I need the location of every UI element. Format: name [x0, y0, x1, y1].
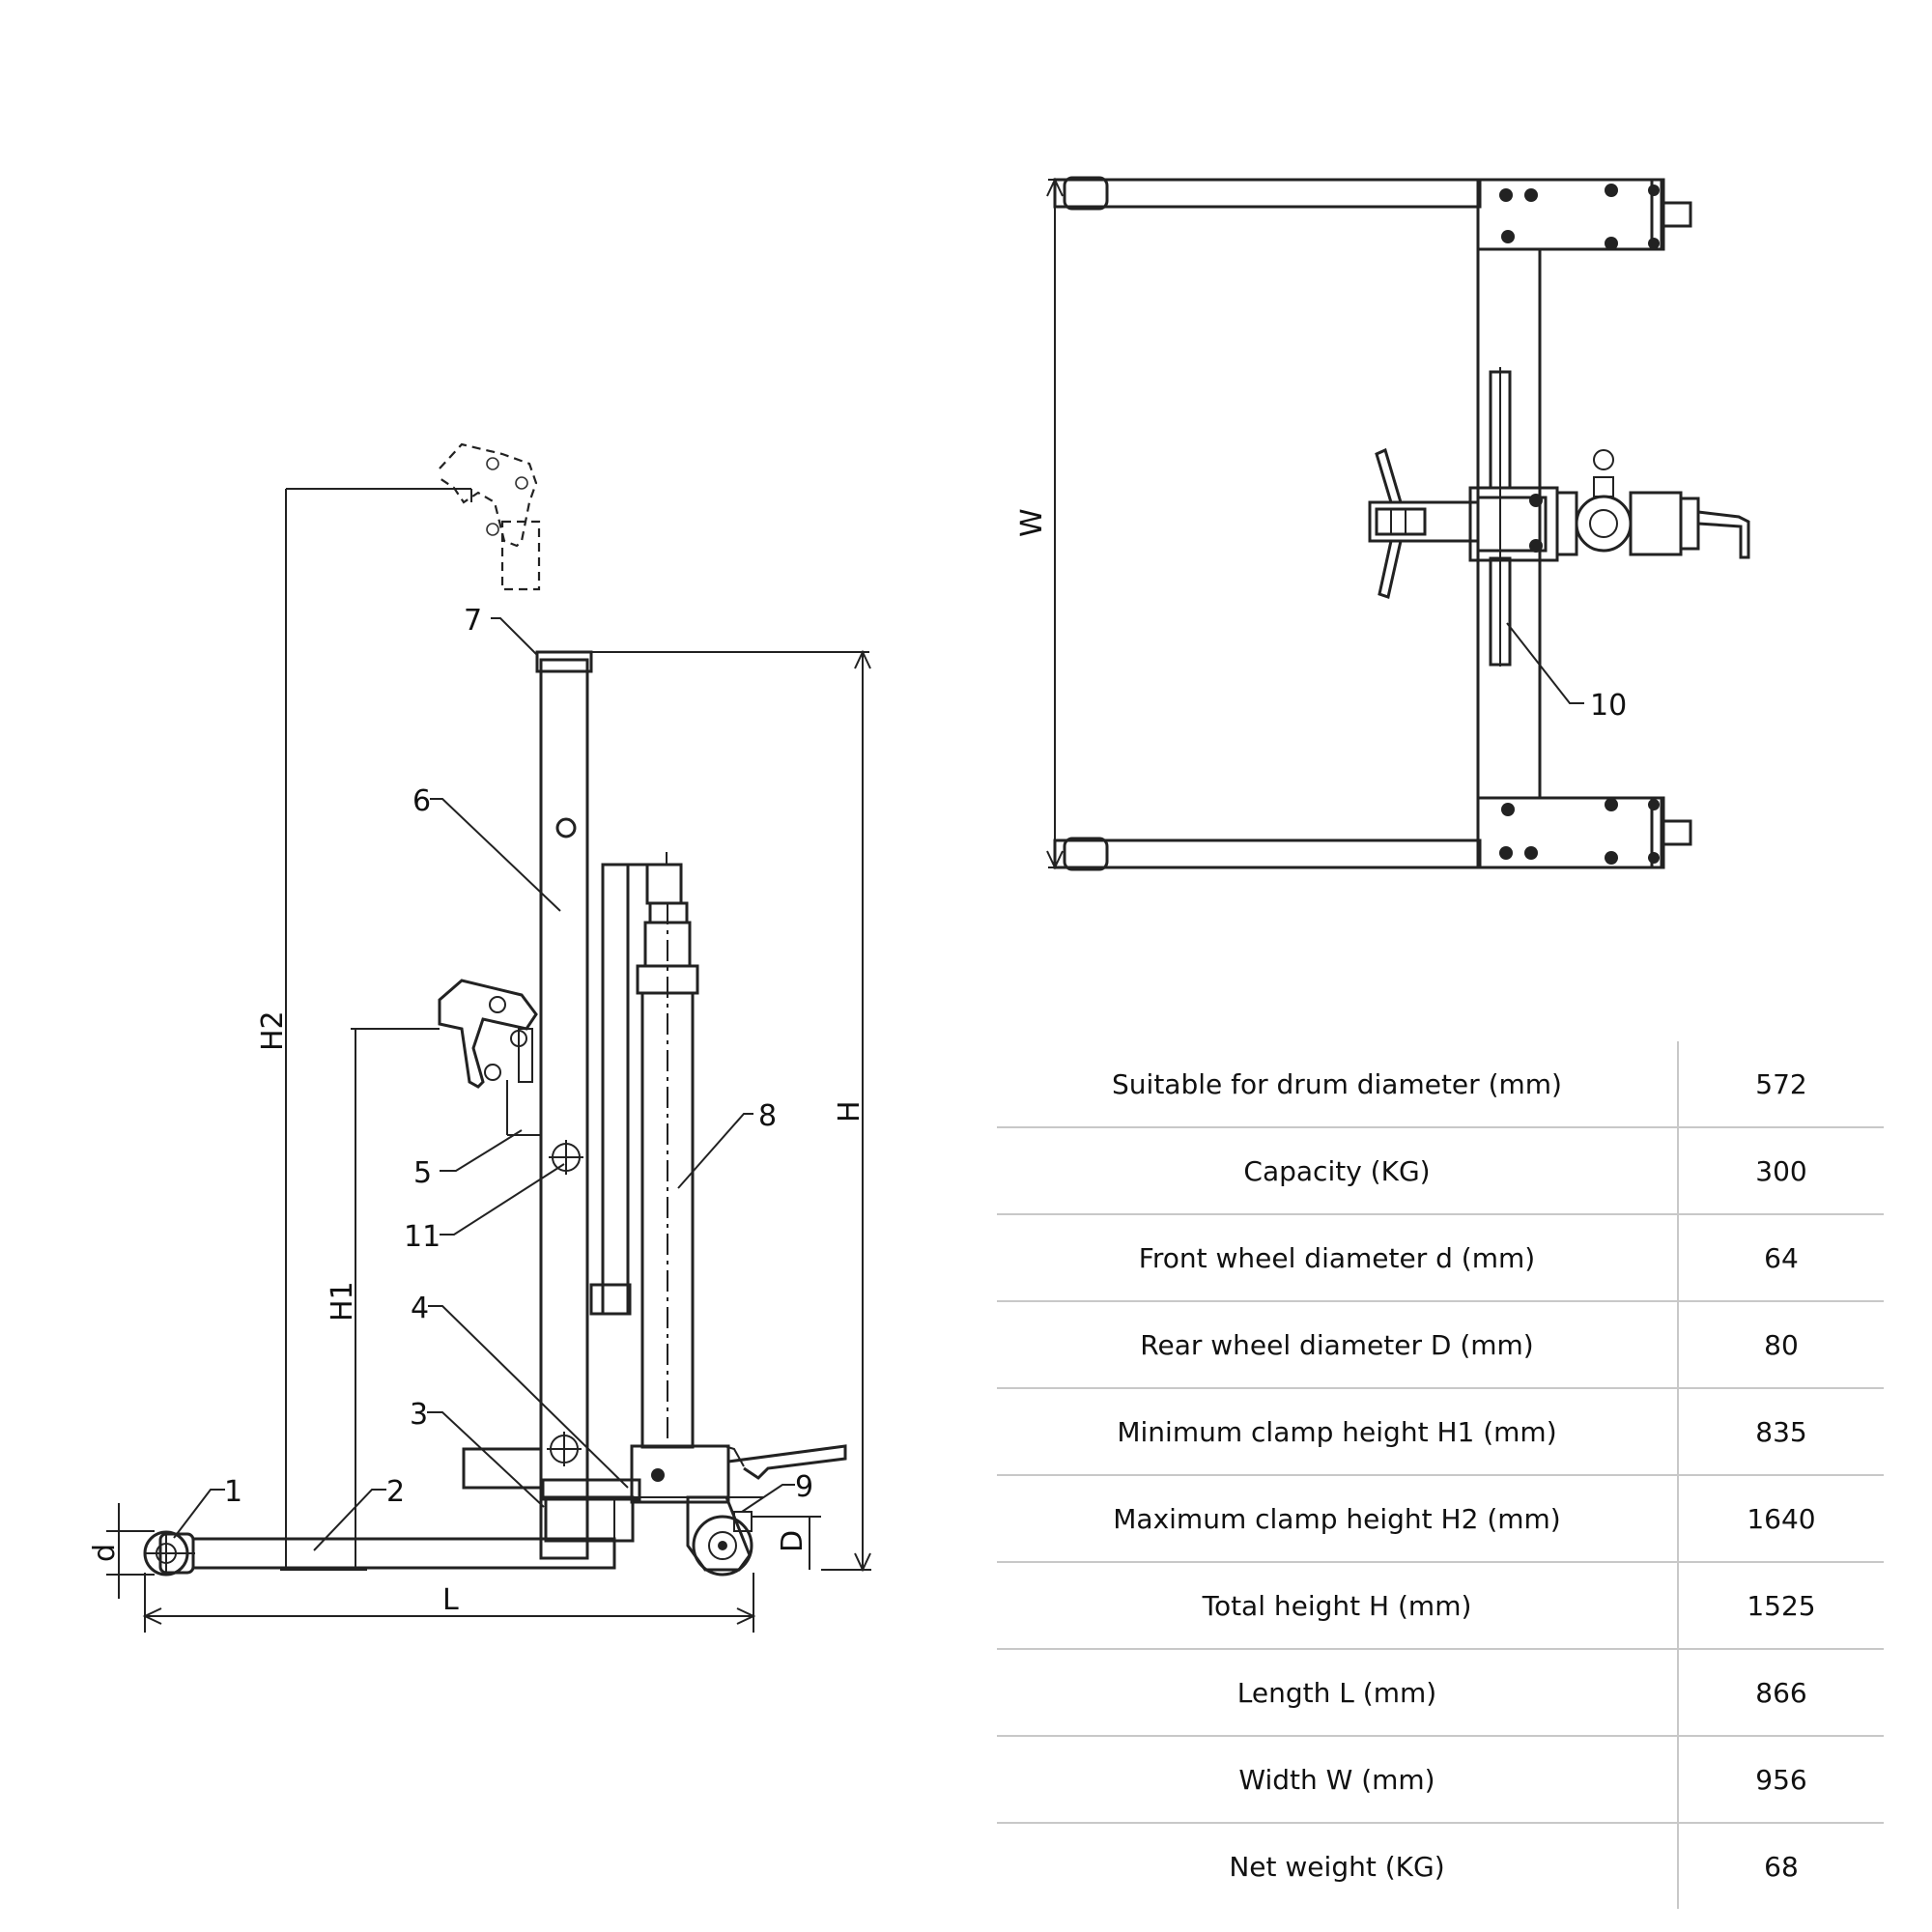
- callout-3: 3: [410, 1398, 428, 1432]
- spec-param: Minimum clamp height H1 (mm): [997, 1388, 1679, 1476]
- table-row: Total height H (mm) 1525: [997, 1562, 1884, 1650]
- dimension-h1: [280, 1028, 440, 1571]
- spec-param: Suitable for drum diameter (mm): [997, 1041, 1679, 1128]
- front-wheel: [143, 1530, 195, 1577]
- dimension-label-h: H: [833, 1100, 867, 1122]
- dimension-h: [591, 649, 871, 1573]
- leader-lines: [173, 617, 795, 1551]
- spec-value: 1640: [1678, 1475, 1884, 1563]
- table-row: Rear wheel diameter D (mm) 80: [997, 1301, 1884, 1389]
- spec-value: 835: [1678, 1388, 1884, 1476]
- callout-7: 7: [464, 604, 482, 638]
- spec-param: Rear wheel diameter D (mm): [997, 1301, 1679, 1389]
- side-view: 1 2 3 4 5 6 7 8 9 11 H2 H1 H D d L: [88, 442, 871, 1633]
- spec-table: Suitable for drum diameter (mm) 572 Capa…: [997, 1041, 1884, 1909]
- hydraulic-pump: [589, 852, 699, 1449]
- lower-pin-icon: [547, 1432, 582, 1466]
- callout-9: 9: [795, 1470, 813, 1504]
- spec-param: Maximum clamp height H2 (mm): [997, 1475, 1679, 1563]
- mast: [535, 650, 593, 1560]
- dimension-label-width: W: [1015, 508, 1049, 537]
- top-view: W 10: [1015, 176, 1750, 871]
- table-row: Front wheel diameter d (mm) 64: [997, 1214, 1884, 1302]
- table-row: Capacity (KG) 300: [997, 1127, 1884, 1215]
- dimension-label-rear-wheel: D: [776, 1530, 810, 1552]
- dimension-front-wheel: [106, 1503, 155, 1599]
- spec-value: 572: [1678, 1041, 1884, 1128]
- spec-value: 300: [1678, 1127, 1884, 1215]
- spec-value: 866: [1678, 1649, 1884, 1737]
- callout-6: 6: [412, 784, 431, 818]
- spec-value: 68: [1764, 1850, 1799, 1883]
- spec-param: Net weight (KG): [997, 1823, 1679, 1909]
- clamp-raised: [439, 442, 541, 591]
- spec-param: Length L (mm): [997, 1649, 1679, 1737]
- table-row: Length L (mm) 866: [997, 1649, 1884, 1737]
- dimension-label-h1: H1: [326, 1281, 359, 1321]
- table-row: Net weight (KG) 68: [997, 1823, 1884, 1909]
- dimension-label-length: L: [442, 1583, 459, 1617]
- mast-pin-icon: [555, 817, 577, 838]
- dimension-label-h2: H2: [256, 1010, 290, 1051]
- dimension-length: [142, 1573, 756, 1633]
- table-row: Width W (mm) 956: [997, 1736, 1884, 1824]
- dimension-h2: [285, 488, 472, 1570]
- callout-8: 8: [758, 1099, 777, 1133]
- callout-2: 2: [386, 1475, 405, 1509]
- spec-value: 1525: [1678, 1562, 1884, 1650]
- clamp-lowered: [438, 979, 541, 1136]
- swivel-pin-icon: [549, 1140, 583, 1175]
- spec-value: 956: [1678, 1736, 1884, 1824]
- dimension-label-front-wheel: d: [88, 1544, 122, 1562]
- callout-10: 10: [1590, 689, 1627, 723]
- spec-value: 64: [1678, 1214, 1884, 1302]
- spec-value: 80: [1678, 1301, 1884, 1389]
- spec-param: Front wheel diameter d (mm): [997, 1214, 1679, 1302]
- table-row: Suitable for drum diameter (mm) 572: [997, 1041, 1884, 1128]
- spec-param: Capacity (KG): [997, 1127, 1679, 1215]
- spec-param: Total height H (mm): [997, 1562, 1679, 1650]
- spec-param: Width W (mm): [997, 1736, 1679, 1824]
- rear-caster-wheel: [686, 1495, 753, 1577]
- callout-1: 1: [224, 1475, 242, 1509]
- table-row: Maximum clamp height H2 (mm) 1640: [997, 1475, 1884, 1563]
- table-row: Minimum clamp height H1 (mm) 835: [997, 1388, 1884, 1476]
- callout-4: 4: [411, 1292, 429, 1325]
- callout-11: 11: [404, 1220, 440, 1254]
- callout-5: 5: [413, 1156, 432, 1190]
- dimension-rear-wheel: [752, 1516, 821, 1570]
